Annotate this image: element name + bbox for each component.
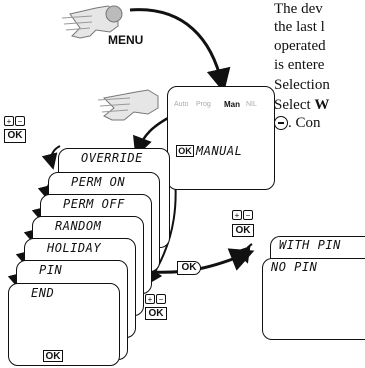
- minus-button[interactable]: −: [243, 210, 253, 220]
- paragraph-line-2: the last l: [274, 19, 325, 35]
- screen-no-pin: NO PIN: [262, 258, 365, 340]
- lcd-override: OVERRIDE: [81, 151, 143, 165]
- lcd-end: END: [31, 286, 55, 300]
- mode-prog: Prog: [196, 101, 211, 108]
- ok-button[interactable]: OK: [232, 224, 254, 237]
- manual-mode-text: MANUAL: [196, 144, 243, 158]
- lcd-holiday: HOLIDAY: [47, 241, 102, 255]
- hand-pressing-icon: [61, 5, 123, 39]
- ok-button[interactable]: OK: [43, 350, 63, 362]
- lcd-perm-on: PERM ON: [71, 175, 126, 189]
- lcd-with-pin: WITH PIN: [279, 238, 341, 252]
- mode-auto: Auto: [174, 101, 189, 108]
- minus-bar: [278, 122, 284, 124]
- paragraph-line-4: is entere: [274, 57, 325, 73]
- plus-button[interactable]: +: [4, 116, 14, 126]
- paragraph-line-5: Selection: [274, 77, 330, 93]
- hand-ok-icon: [97, 89, 159, 121]
- paragraph-line-7: . Con: [288, 115, 321, 131]
- paragraph-line-6-prefix: Select: [274, 97, 315, 113]
- mode-nil: NIL: [246, 101, 257, 108]
- lcd-pin: PIN: [39, 263, 63, 277]
- ok-button[interactable]: OK: [145, 307, 167, 320]
- ok-button[interactable]: OK: [176, 145, 194, 157]
- paragraph-line-1: The dev: [274, 1, 323, 17]
- mode-man: Man: [224, 100, 240, 109]
- screen-end: END OK: [8, 283, 120, 366]
- ok-button[interactable]: OK: [4, 129, 26, 143]
- manual-mode-screen: Auto Prog Man NIL OK MANUAL: [167, 86, 275, 190]
- menu-button-label: MENU: [108, 33, 144, 47]
- ok-button[interactable]: OK: [177, 261, 201, 275]
- paragraph-line-3: operated: [274, 38, 326, 54]
- plus-button[interactable]: +: [232, 210, 242, 220]
- menu-arrow: [129, 8, 231, 93]
- paragraph-line-6: Select W: [274, 97, 329, 114]
- manual-arrow: [133, 116, 169, 158]
- lcd-perm-off: PERM OFF: [63, 197, 125, 211]
- minus-button[interactable]: −: [15, 116, 25, 126]
- lcd-random: RANDOM: [55, 219, 102, 233]
- plus-button[interactable]: +: [145, 294, 155, 304]
- lcd-no-pin: NO PIN: [271, 260, 318, 274]
- paragraph-line-6-bold: W: [314, 97, 330, 113]
- minus-button[interactable]: −: [156, 294, 166, 304]
